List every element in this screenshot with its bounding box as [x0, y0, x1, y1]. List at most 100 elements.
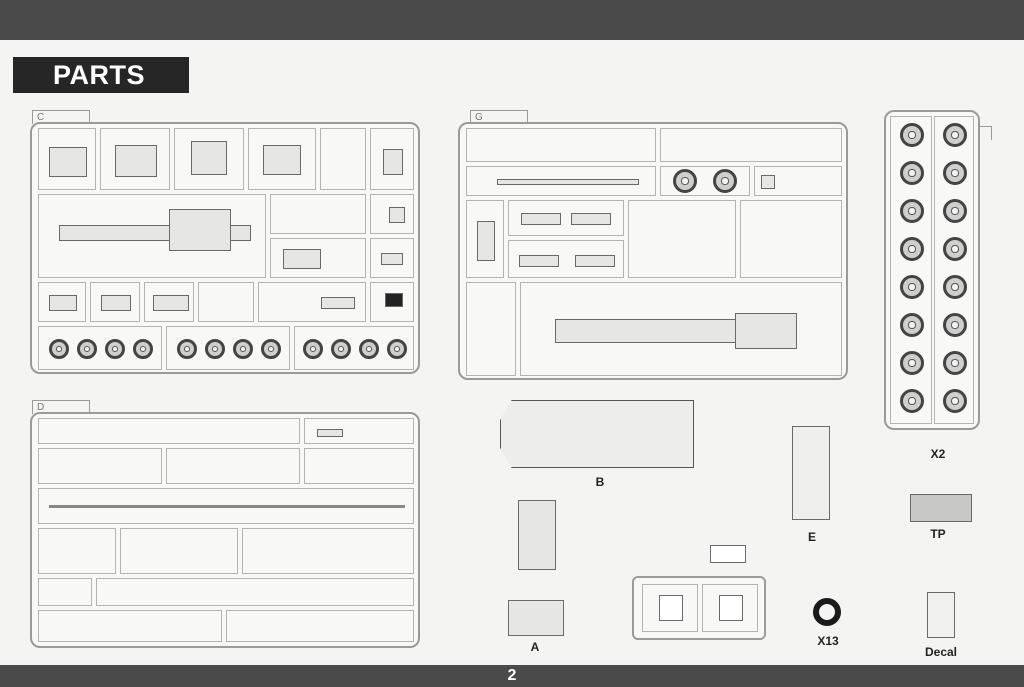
sprue-cell: [628, 200, 736, 278]
sprue-c-tab: C: [32, 110, 90, 124]
sprue-cell: [370, 194, 414, 234]
sprue-cell: [100, 128, 170, 190]
sprue-g: [458, 122, 848, 380]
wheel-part: [900, 161, 924, 185]
sprue-cell: [320, 128, 366, 190]
sprue-cell: [38, 610, 222, 642]
wheel-part: [900, 275, 924, 299]
wheel-part: [900, 389, 924, 413]
sprue-cell: [90, 282, 140, 322]
part: [571, 213, 611, 225]
wheel-part: [261, 339, 281, 359]
label-a: A: [530, 640, 540, 654]
label-x13: X13: [817, 634, 839, 648]
label-x2: X2: [930, 447, 946, 461]
label-tp: TP: [930, 527, 946, 541]
part: [385, 293, 403, 307]
sprue-cell: [120, 528, 238, 574]
header-bar: [0, 0, 1024, 40]
sprue-cell: [466, 166, 656, 196]
sprue-cell: [242, 528, 414, 574]
wheel-part: [713, 169, 737, 193]
wheel-part: [900, 313, 924, 337]
part: [101, 295, 131, 311]
sprue-cell: [466, 128, 656, 162]
wheel-part: [943, 237, 967, 261]
sprue-cell: [38, 194, 266, 278]
wheel-part: [105, 339, 125, 359]
wheel-part: [673, 169, 697, 193]
sprue-cell: [508, 200, 624, 236]
sprue-cell: [248, 128, 316, 190]
sprue-cell: [304, 448, 414, 484]
sprue-cell: [890, 116, 932, 424]
part: [521, 213, 561, 225]
part: [115, 145, 157, 177]
sprue-cell: [38, 282, 86, 322]
part: [191, 141, 227, 175]
sprue-cell: [270, 238, 366, 278]
sprue-cell: [934, 116, 974, 424]
page-number: 2: [0, 665, 1024, 687]
part: [477, 221, 495, 261]
tp-photo-etch: [910, 494, 972, 522]
sprue-cell: [38, 128, 96, 190]
wheel-part: [387, 339, 407, 359]
wheel-part: [900, 123, 924, 147]
sprue-g-tab: G: [470, 110, 528, 124]
label-e: E: [807, 530, 816, 544]
sprue-cell: [466, 282, 516, 376]
decal-sheet: [927, 592, 955, 638]
wheel-part: [943, 351, 967, 375]
part: [555, 319, 757, 343]
sprue-f: [884, 110, 980, 430]
part: [317, 429, 343, 437]
wheel-part: [943, 313, 967, 337]
wheel-part: [303, 339, 323, 359]
part-b-hull: [500, 400, 694, 468]
sprue-cell: [754, 166, 842, 196]
sprue-d: [30, 412, 420, 648]
part: [383, 149, 403, 175]
sprue-cell: [38, 326, 162, 370]
clear-part: [710, 545, 746, 563]
sprue-d-tab: D: [32, 400, 90, 414]
part: [381, 253, 403, 265]
part: [519, 255, 559, 267]
wheel-part: [77, 339, 97, 359]
sprue-cell: [226, 610, 414, 642]
part: [321, 297, 355, 309]
clear-sprue: [632, 576, 766, 640]
sprue-cell: [466, 200, 504, 278]
sprue-cell: [38, 578, 92, 606]
part: [49, 147, 87, 177]
sprue-cell: [38, 418, 300, 444]
part: [49, 295, 77, 311]
sprue-cell: [508, 240, 624, 278]
sprue-cell: [370, 238, 414, 278]
sprue-cell: [304, 418, 414, 444]
sprue-cell: [660, 128, 842, 162]
wheel-part: [177, 339, 197, 359]
sprue-cell: [642, 584, 698, 632]
wheel-part: [943, 123, 967, 147]
sprue-cell: [370, 282, 414, 322]
wheel-part: [900, 237, 924, 261]
part: [575, 255, 615, 267]
wheel-part: [943, 199, 967, 223]
tire-ring-icon: [813, 598, 841, 626]
wheel-part: [943, 161, 967, 185]
part-e-frame: [792, 426, 830, 520]
part: [169, 209, 231, 251]
part: [761, 175, 775, 189]
wheel-part: [943, 275, 967, 299]
wheel-part: [331, 339, 351, 359]
sprue-cell: [198, 282, 254, 322]
sprue-c: [30, 122, 420, 374]
sprue-cell: [38, 448, 162, 484]
sprue-cell: [166, 326, 290, 370]
part: [497, 179, 639, 185]
sprue-cell: [166, 448, 300, 484]
sprue-cell: [270, 194, 366, 234]
wheel-part: [133, 339, 153, 359]
